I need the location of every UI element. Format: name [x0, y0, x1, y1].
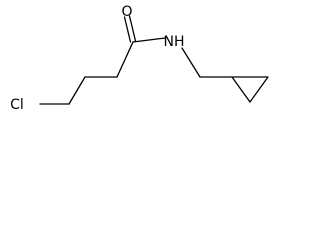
carbonyl-bond-2 [128, 15, 137, 42]
chain-bond-3 [68, 76, 86, 105]
nitrogen-label: NH [164, 34, 185, 50]
cyclopropyl-ring [231, 76, 269, 103]
chain-bond-1 [116, 41, 134, 78]
oxygen-label: O [121, 4, 132, 20]
chemical-structure-diagram: O NH Cl [10, 4, 269, 113]
chlorine-label: Cl [10, 97, 24, 113]
amide-c-n-bond [132, 37, 166, 43]
n-ch2-bond [181, 47, 201, 78]
carbonyl-bond-1 [123, 16, 132, 43]
